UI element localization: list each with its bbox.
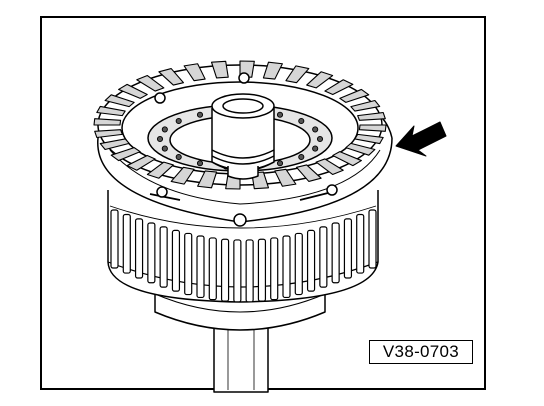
spline-tooth bbox=[306, 71, 334, 89]
spline-tooth bbox=[357, 111, 386, 121]
spline-tooth bbox=[296, 164, 322, 182]
drum-rib bbox=[319, 226, 328, 288]
figure-label: V38-0703 bbox=[369, 340, 473, 364]
drum-rib bbox=[208, 237, 217, 301]
drum-rib bbox=[184, 232, 193, 296]
oil-hole bbox=[161, 126, 168, 133]
spline-tooth bbox=[183, 63, 206, 82]
spline-tooth bbox=[210, 60, 229, 79]
oil-hole bbox=[161, 145, 168, 152]
drum-rib bbox=[110, 209, 119, 269]
spline-tooth bbox=[99, 138, 130, 151]
spline-tooth bbox=[332, 151, 362, 167]
drum-rib bbox=[294, 232, 303, 296]
oil-hole bbox=[298, 153, 305, 161]
spline-tooth bbox=[274, 168, 297, 187]
drum-rib bbox=[233, 239, 242, 303]
drum-rib bbox=[368, 209, 377, 269]
drum-rib bbox=[171, 229, 181, 292]
oil-hole bbox=[312, 145, 319, 152]
spline-tooth bbox=[358, 124, 387, 132]
spline-tooth bbox=[146, 161, 174, 179]
oil-hole bbox=[316, 135, 324, 143]
splined-drum-ring bbox=[93, 60, 387, 190]
oil-hole bbox=[175, 117, 182, 125]
spline-tooth bbox=[104, 94, 135, 108]
spline-tooth bbox=[262, 61, 283, 80]
outer-drum bbox=[107, 190, 379, 303]
drum-rib bbox=[134, 218, 144, 279]
spline-tooth bbox=[339, 88, 370, 103]
oil-hole bbox=[276, 111, 284, 118]
spline-tooth bbox=[315, 158, 344, 176]
oil-hole bbox=[298, 117, 305, 125]
drum-rib bbox=[331, 222, 340, 284]
oil-hole bbox=[196, 160, 204, 167]
drum-rib bbox=[159, 226, 168, 288]
spline-tooth bbox=[118, 83, 148, 99]
drum-rib bbox=[220, 238, 230, 302]
oil-hole bbox=[312, 126, 319, 133]
spline-tooth bbox=[197, 170, 218, 189]
spline-tooth bbox=[110, 147, 141, 162]
spline-tooth bbox=[350, 99, 381, 112]
drum-rib bbox=[196, 235, 205, 299]
drum-rib bbox=[343, 218, 353, 279]
drum-rib bbox=[147, 222, 156, 284]
spline-tooth bbox=[93, 118, 122, 126]
spline-tooth bbox=[354, 133, 384, 145]
spline-tooth bbox=[94, 129, 123, 139]
output-shaft bbox=[213, 319, 269, 393]
drum-rib bbox=[356, 213, 365, 274]
oil-hole bbox=[196, 111, 204, 118]
spline-tooth bbox=[324, 79, 354, 96]
spline-tooth bbox=[158, 68, 184, 86]
spline-tooth bbox=[96, 105, 126, 117]
drum-rib bbox=[245, 239, 254, 303]
spline-tooth bbox=[136, 74, 165, 92]
drum-rib bbox=[306, 229, 316, 292]
spline-tooth bbox=[345, 142, 376, 156]
drum-rib bbox=[270, 237, 279, 301]
arrow-left-icon bbox=[395, 121, 447, 157]
oil-hole bbox=[276, 160, 284, 167]
drum-rib bbox=[282, 235, 291, 299]
spline-tooth bbox=[126, 154, 156, 171]
oil-hole bbox=[156, 135, 164, 143]
center-hub bbox=[211, 93, 275, 180]
spline-tooth bbox=[170, 166, 195, 185]
oil-hole bbox=[175, 153, 182, 161]
spline-tooth bbox=[285, 65, 310, 84]
drum-rib bbox=[122, 213, 131, 274]
drum-rib bbox=[257, 238, 267, 302]
